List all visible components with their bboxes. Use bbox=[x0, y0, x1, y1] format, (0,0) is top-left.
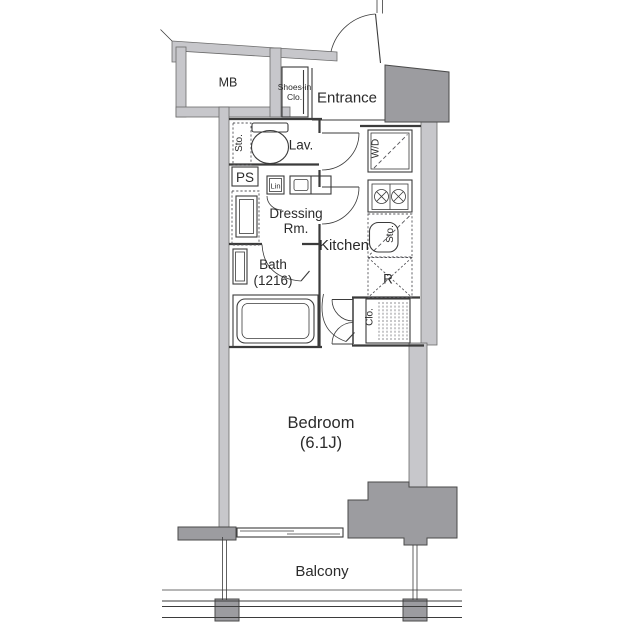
washbasin-bowl bbox=[293, 179, 309, 191]
toilet-bowl bbox=[250, 129, 290, 165]
burner-right bbox=[391, 189, 406, 204]
kitchen-door-swing bbox=[321, 293, 347, 342]
wall-top-tick bbox=[160, 29, 173, 42]
bathtub-inner bbox=[241, 303, 310, 339]
dressing-door-swing bbox=[321, 186, 360, 225]
window-frame bbox=[236, 527, 344, 538]
closet-box bbox=[365, 298, 411, 344]
lavatory-label: Lav. bbox=[289, 138, 314, 153]
wall-mb-bottom bbox=[175, 106, 291, 118]
dressing-label-1: Dressing bbox=[269, 206, 322, 221]
closet-area bbox=[331, 298, 411, 345]
entrance-door-swing bbox=[330, 13, 376, 52]
washer-dryer-box bbox=[367, 129, 413, 173]
pipe-space-label: PS bbox=[236, 170, 254, 185]
wall-mb-left bbox=[175, 46, 187, 118]
closet-hatch bbox=[378, 302, 408, 340]
balcony-post-left bbox=[214, 598, 240, 622]
kitchen-area bbox=[321, 129, 413, 342]
labels: MB Shoes-in Clo. Entrance Sto. Lav. PS L… bbox=[219, 76, 396, 581]
bathtub-outer bbox=[232, 294, 319, 348]
sink bbox=[368, 221, 399, 253]
kitchen-storage-dashed bbox=[367, 213, 413, 258]
refrigerator-label: R bbox=[383, 272, 393, 287]
kitchen-storage-label: Sto. bbox=[385, 225, 396, 243]
lav-door-swing bbox=[321, 132, 360, 171]
mb-label: MB bbox=[219, 76, 238, 90]
shoes-closet-label-1: Shoes-in bbox=[278, 82, 312, 92]
bathtub-mid bbox=[236, 298, 315, 344]
kitchen-label: Kitchen bbox=[319, 237, 369, 254]
exterior-walls bbox=[160, 29, 438, 531]
bath-label-2: (1216) bbox=[253, 273, 292, 288]
balcony-label: Balcony bbox=[295, 563, 349, 580]
dressing-storage-dashed bbox=[231, 190, 260, 246]
pillars bbox=[177, 64, 458, 622]
linen-box bbox=[266, 175, 285, 195]
refrigerator-box bbox=[367, 257, 413, 298]
linen-door-swing bbox=[266, 195, 283, 211]
wall-mb-right bbox=[269, 47, 282, 118]
toilet-tank bbox=[251, 122, 289, 133]
stove-box bbox=[367, 179, 413, 213]
refrigerator-cross bbox=[367, 257, 413, 298]
bedroom-label-2: (6.1J) bbox=[300, 434, 342, 452]
bath-door-swing bbox=[261, 244, 302, 282]
closet-label: Clo. bbox=[365, 308, 376, 326]
burner-left bbox=[374, 189, 389, 204]
burner-right-cross bbox=[393, 191, 404, 202]
wall-right-upper bbox=[420, 119, 438, 346]
wall-top-slanted bbox=[171, 40, 338, 63]
washer-dryer-inner bbox=[370, 132, 410, 170]
shoes-closet-label-2: Clo. bbox=[287, 92, 302, 102]
pipe-space-box bbox=[231, 166, 259, 187]
bath-label-1: Bath bbox=[259, 257, 287, 272]
closet-door-swing-bottom bbox=[331, 322, 354, 345]
washer-dryer-label: W/D bbox=[371, 139, 382, 158]
entrance-label: Entrance bbox=[317, 90, 377, 107]
closet-door-swing-top bbox=[331, 299, 354, 322]
linen-label: Lin bbox=[270, 182, 280, 191]
bedroom-label-1: Bedroom bbox=[288, 414, 355, 432]
lav-storage-label: Sto. bbox=[234, 134, 245, 152]
washer-space-outer bbox=[235, 195, 258, 238]
balcony-wall-left-block bbox=[177, 526, 237, 541]
linen-box-inner bbox=[269, 178, 282, 192]
shoes-closet-box bbox=[281, 66, 309, 118]
entrance-area bbox=[281, 13, 382, 118]
bath-area bbox=[232, 244, 319, 348]
pillar-bottom-right bbox=[347, 481, 458, 546]
bath-counter-inner bbox=[235, 251, 245, 282]
bath-counter bbox=[232, 248, 248, 285]
balcony-post-right bbox=[402, 598, 428, 622]
kitchen-storage-diagonal bbox=[369, 215, 410, 255]
pillar-top-right bbox=[384, 64, 450, 123]
washer-space-inner bbox=[239, 199, 254, 234]
lavatory-area bbox=[231, 122, 360, 246]
balcony-area bbox=[162, 527, 462, 619]
wall-left bbox=[218, 106, 230, 531]
entrance-door-leaf bbox=[374, 13, 382, 64]
bath-door-leaf bbox=[300, 270, 310, 282]
dressing-label-2: Rm. bbox=[284, 221, 309, 236]
washer-dryer-diagonal bbox=[373, 134, 408, 169]
lav-storage-box bbox=[232, 122, 252, 166]
wall-right-lower bbox=[408, 342, 428, 490]
burner-left-cross bbox=[376, 191, 387, 202]
